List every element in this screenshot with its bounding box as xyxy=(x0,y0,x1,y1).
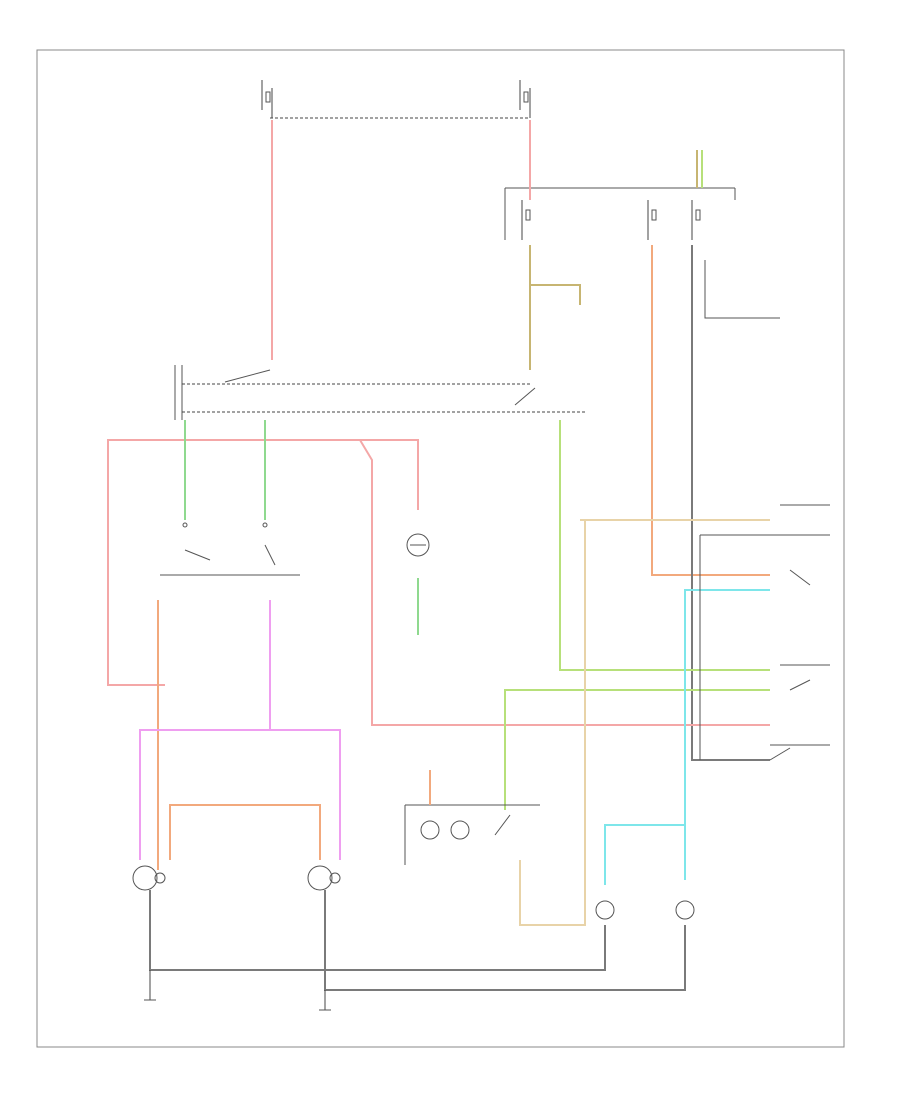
wire-yellow-green-2 xyxy=(504,689,770,810)
left-headlamp xyxy=(132,865,166,891)
dimmer-switch xyxy=(160,522,300,576)
wire-red-lower xyxy=(359,439,770,726)
wire-gray-ground-branch xyxy=(704,260,780,319)
diagram-border xyxy=(36,49,845,1048)
right-drl-lamp xyxy=(675,900,695,920)
wire-tan-vertical xyxy=(519,520,586,926)
high-beam-indicator xyxy=(406,533,430,557)
wire-olive-branch xyxy=(530,284,581,305)
ground-right xyxy=(319,990,331,1011)
ground-wire-2 xyxy=(324,890,686,991)
fuse-block xyxy=(504,187,736,240)
daytime-running-module xyxy=(699,504,830,761)
wire-orange-fuse xyxy=(651,245,770,576)
lamp-switch-box xyxy=(404,804,540,865)
wire-pink-splice xyxy=(139,729,341,860)
fuse-top-left xyxy=(261,80,273,118)
ground-wire-1 xyxy=(149,890,606,971)
wire-orange-bridge xyxy=(169,804,321,860)
wire-yellow-green xyxy=(559,420,770,671)
left-drl-lamp xyxy=(595,900,615,920)
wire-red-loop xyxy=(107,439,419,686)
right-headlamp xyxy=(307,865,341,891)
headlamp-switch xyxy=(174,365,585,420)
ground-left xyxy=(144,970,156,1001)
fuse-top-center xyxy=(519,80,531,118)
wire-gray-fuse xyxy=(691,245,770,761)
wire-cyan xyxy=(684,589,770,880)
wire-cyan-branch xyxy=(604,824,685,885)
